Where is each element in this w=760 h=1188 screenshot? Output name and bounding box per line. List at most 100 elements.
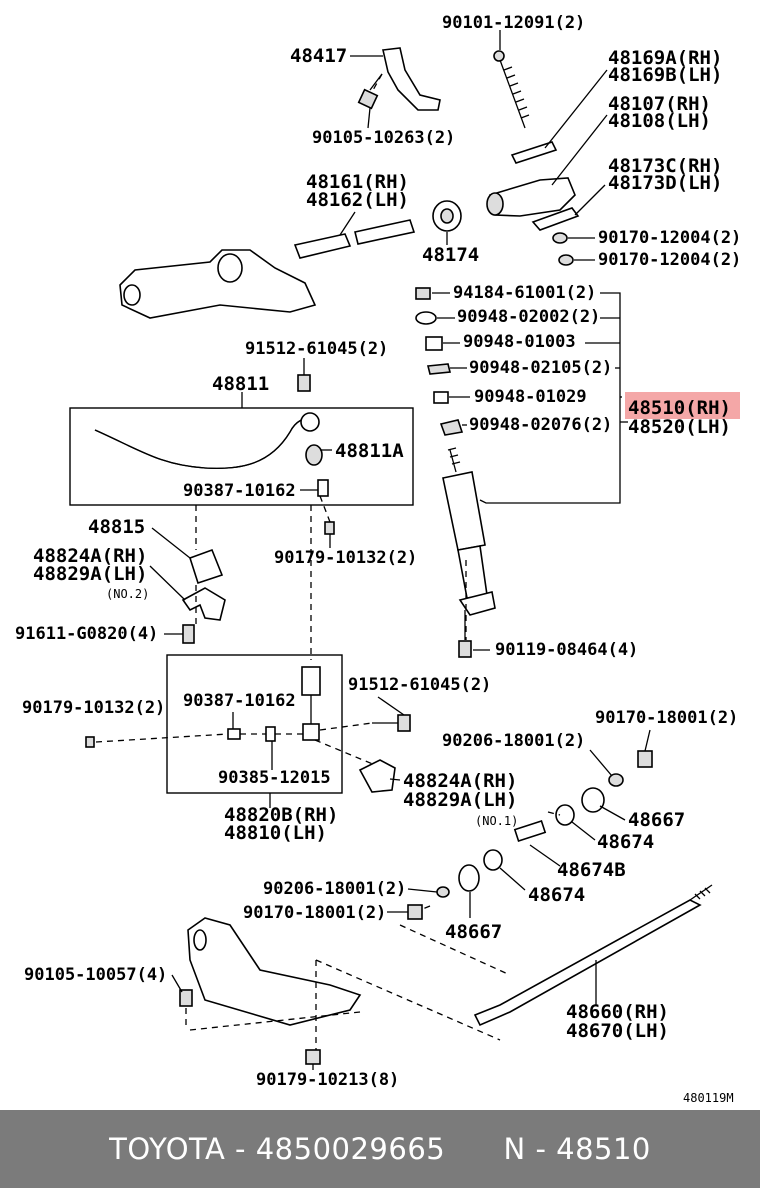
washer-90948-02002 xyxy=(415,311,437,325)
plate-48169 xyxy=(510,141,558,164)
retainer-90385-12015 xyxy=(265,726,276,742)
lower-control-arm xyxy=(187,917,362,1026)
housing-48107 xyxy=(486,177,576,217)
retainer-48667-bottom xyxy=(458,864,480,892)
washer-90206-18001-bottom xyxy=(436,886,450,898)
label-48820b: 48820B(RH) xyxy=(224,804,338,826)
label-48510: 48510(RH) xyxy=(628,397,731,419)
leader-lines xyxy=(149,30,651,1070)
label-48660: 48660(RH) xyxy=(566,1001,669,1023)
label-48520: 48520(LH) xyxy=(628,416,731,438)
label-48667-bottom: 48667 xyxy=(445,921,502,943)
label-48108: 48108(LH) xyxy=(608,110,711,132)
cushion-90387-top xyxy=(317,479,329,497)
highlight-48510 xyxy=(625,392,740,419)
nut-90170-18001-bottom xyxy=(407,904,423,920)
link-48811a xyxy=(305,444,323,466)
label-no2: (NO.2) xyxy=(106,587,149,601)
label-90179-10132-left: 90179-10132(2) xyxy=(22,698,165,718)
washer-90206-18001-top xyxy=(608,773,624,787)
label-94184-61001: 94184-61001(2) xyxy=(453,283,596,303)
bolt-90119-08464 xyxy=(458,610,472,658)
label-90206-18001-top: 90206-18001(2) xyxy=(442,731,585,751)
cushion-90948-02105 xyxy=(426,363,452,375)
stabilizer-bar-inner xyxy=(94,417,311,470)
label-90105-10263: 90105-10263(2) xyxy=(312,128,455,148)
nut-94184-61001 xyxy=(415,287,431,300)
label-48829a-no2: 48829A(LH) xyxy=(33,563,147,585)
label-48824a-no1: 48824A(RH) xyxy=(403,770,517,792)
label-48173d: 48173D(LH) xyxy=(608,172,722,194)
label-90385-12015: 90385-12015 xyxy=(218,768,331,788)
label-48169a: 48169A(RH) xyxy=(608,47,722,69)
label-90387-10162-bottom: 90387-10162 xyxy=(183,691,296,711)
bolt-90105-10263 xyxy=(357,73,383,110)
upper-control-arm xyxy=(119,249,317,319)
label-48674-top: 48674 xyxy=(597,831,654,853)
label-90948-01029: 90948-01029 xyxy=(474,387,587,407)
bolt-91611-g0820 xyxy=(182,624,195,644)
label-90170-12004-a: 90170-12004(2) xyxy=(598,228,741,248)
label-48161: 48161(RH) xyxy=(306,171,409,193)
bracket-48824-no1 xyxy=(358,759,396,793)
footer-bar: TOYOTA - 4850029665 N - 48510 xyxy=(0,1110,760,1188)
label-90179-10132-right: 90179-10132(2) xyxy=(274,548,417,568)
eye-48811 xyxy=(300,412,320,432)
stabilizer-link-48820b xyxy=(301,666,321,741)
label-90101-12091: 90101-12091(2) xyxy=(442,13,585,33)
label-90387-10162-top: 90387-10162 xyxy=(183,481,296,501)
bushing-48174 xyxy=(432,200,462,232)
nut-90179-10213 xyxy=(305,1049,321,1065)
washer-90948-02076 xyxy=(439,419,464,436)
label-48670: 48670(LH) xyxy=(566,1020,669,1042)
cushion-48674-top xyxy=(555,804,575,826)
footer-part-info: TOYOTA - 4850029665 N - 48510 xyxy=(109,1132,651,1166)
label-48107: 48107(RH) xyxy=(608,93,711,115)
retainer-48667-top xyxy=(581,787,605,813)
label-48417: 48417 xyxy=(290,45,347,67)
label-48162: 48162(LH) xyxy=(306,189,409,211)
nut-90179-10132-right xyxy=(324,521,335,535)
label-90105-10057: 90105-10057(4) xyxy=(24,965,167,985)
label-48829a-no1: 48829A(LH) xyxy=(403,789,517,811)
label-91611-g0820: 91611-G0820(4) xyxy=(15,624,158,644)
label-48810: 48810(LH) xyxy=(224,822,327,844)
nut-90170-12004-a xyxy=(552,232,568,244)
shaft-48161 xyxy=(293,219,416,259)
label-90206-18001-bottom: 90206-18001(2) xyxy=(263,879,406,899)
label-48667-top: 48667 xyxy=(628,809,685,831)
plate-48173 xyxy=(531,207,580,231)
label-90948-01003: 90948-01003 xyxy=(463,332,576,352)
label-90948-02076: 90948-02076(2) xyxy=(469,415,612,435)
label-48674b: 48674B xyxy=(557,859,626,881)
label-90170-18001-bottom: 90170-18001(2) xyxy=(243,903,386,923)
nut-90170-18001-top xyxy=(637,750,653,768)
label-48815: 48815 xyxy=(88,516,145,538)
nut-90170-12004-b xyxy=(558,254,574,266)
collar-48674b xyxy=(513,819,547,843)
label-48173c: 48173C(RH) xyxy=(608,155,722,177)
label-48811: 48811 xyxy=(212,373,269,395)
bolt-91512-61045-top xyxy=(297,374,311,392)
lower-arm-hole xyxy=(193,929,207,951)
upper-arm-hole-2 xyxy=(123,284,141,306)
label-48824a-no2: 48824A(RH) xyxy=(33,545,147,567)
cushion-90948-01003 xyxy=(425,336,443,351)
strut-bar-48660 xyxy=(473,899,702,1027)
label-48174: 48174 xyxy=(422,244,479,266)
parts-diagram: 48417 90101-12091(2) 48169A(RH) 48169B(L… xyxy=(15,13,741,1105)
bracket-48417 xyxy=(382,47,441,111)
cushion-90387-bottom xyxy=(227,728,241,740)
bolt-91512-61045-mid xyxy=(372,714,411,732)
upper-arm-hole xyxy=(217,253,243,283)
label-91512-61045-top: 91512-61045(2) xyxy=(245,339,388,359)
label-91512-61045-mid: 91512-61045(2) xyxy=(348,675,491,695)
label-90170-12004-b: 90170-12004(2) xyxy=(598,250,741,270)
bolt-90105-10057 xyxy=(179,989,193,1007)
label-90179-10213: 90179-10213(8) xyxy=(256,1070,399,1090)
label-48169b: 48169B(LH) xyxy=(608,64,722,86)
nut-90179-10132-left xyxy=(85,736,95,748)
label-48674-bottom: 48674 xyxy=(528,884,585,906)
label-90170-18001-top: 90170-18001(2) xyxy=(595,708,738,728)
stabilizer-link-box xyxy=(166,654,343,794)
